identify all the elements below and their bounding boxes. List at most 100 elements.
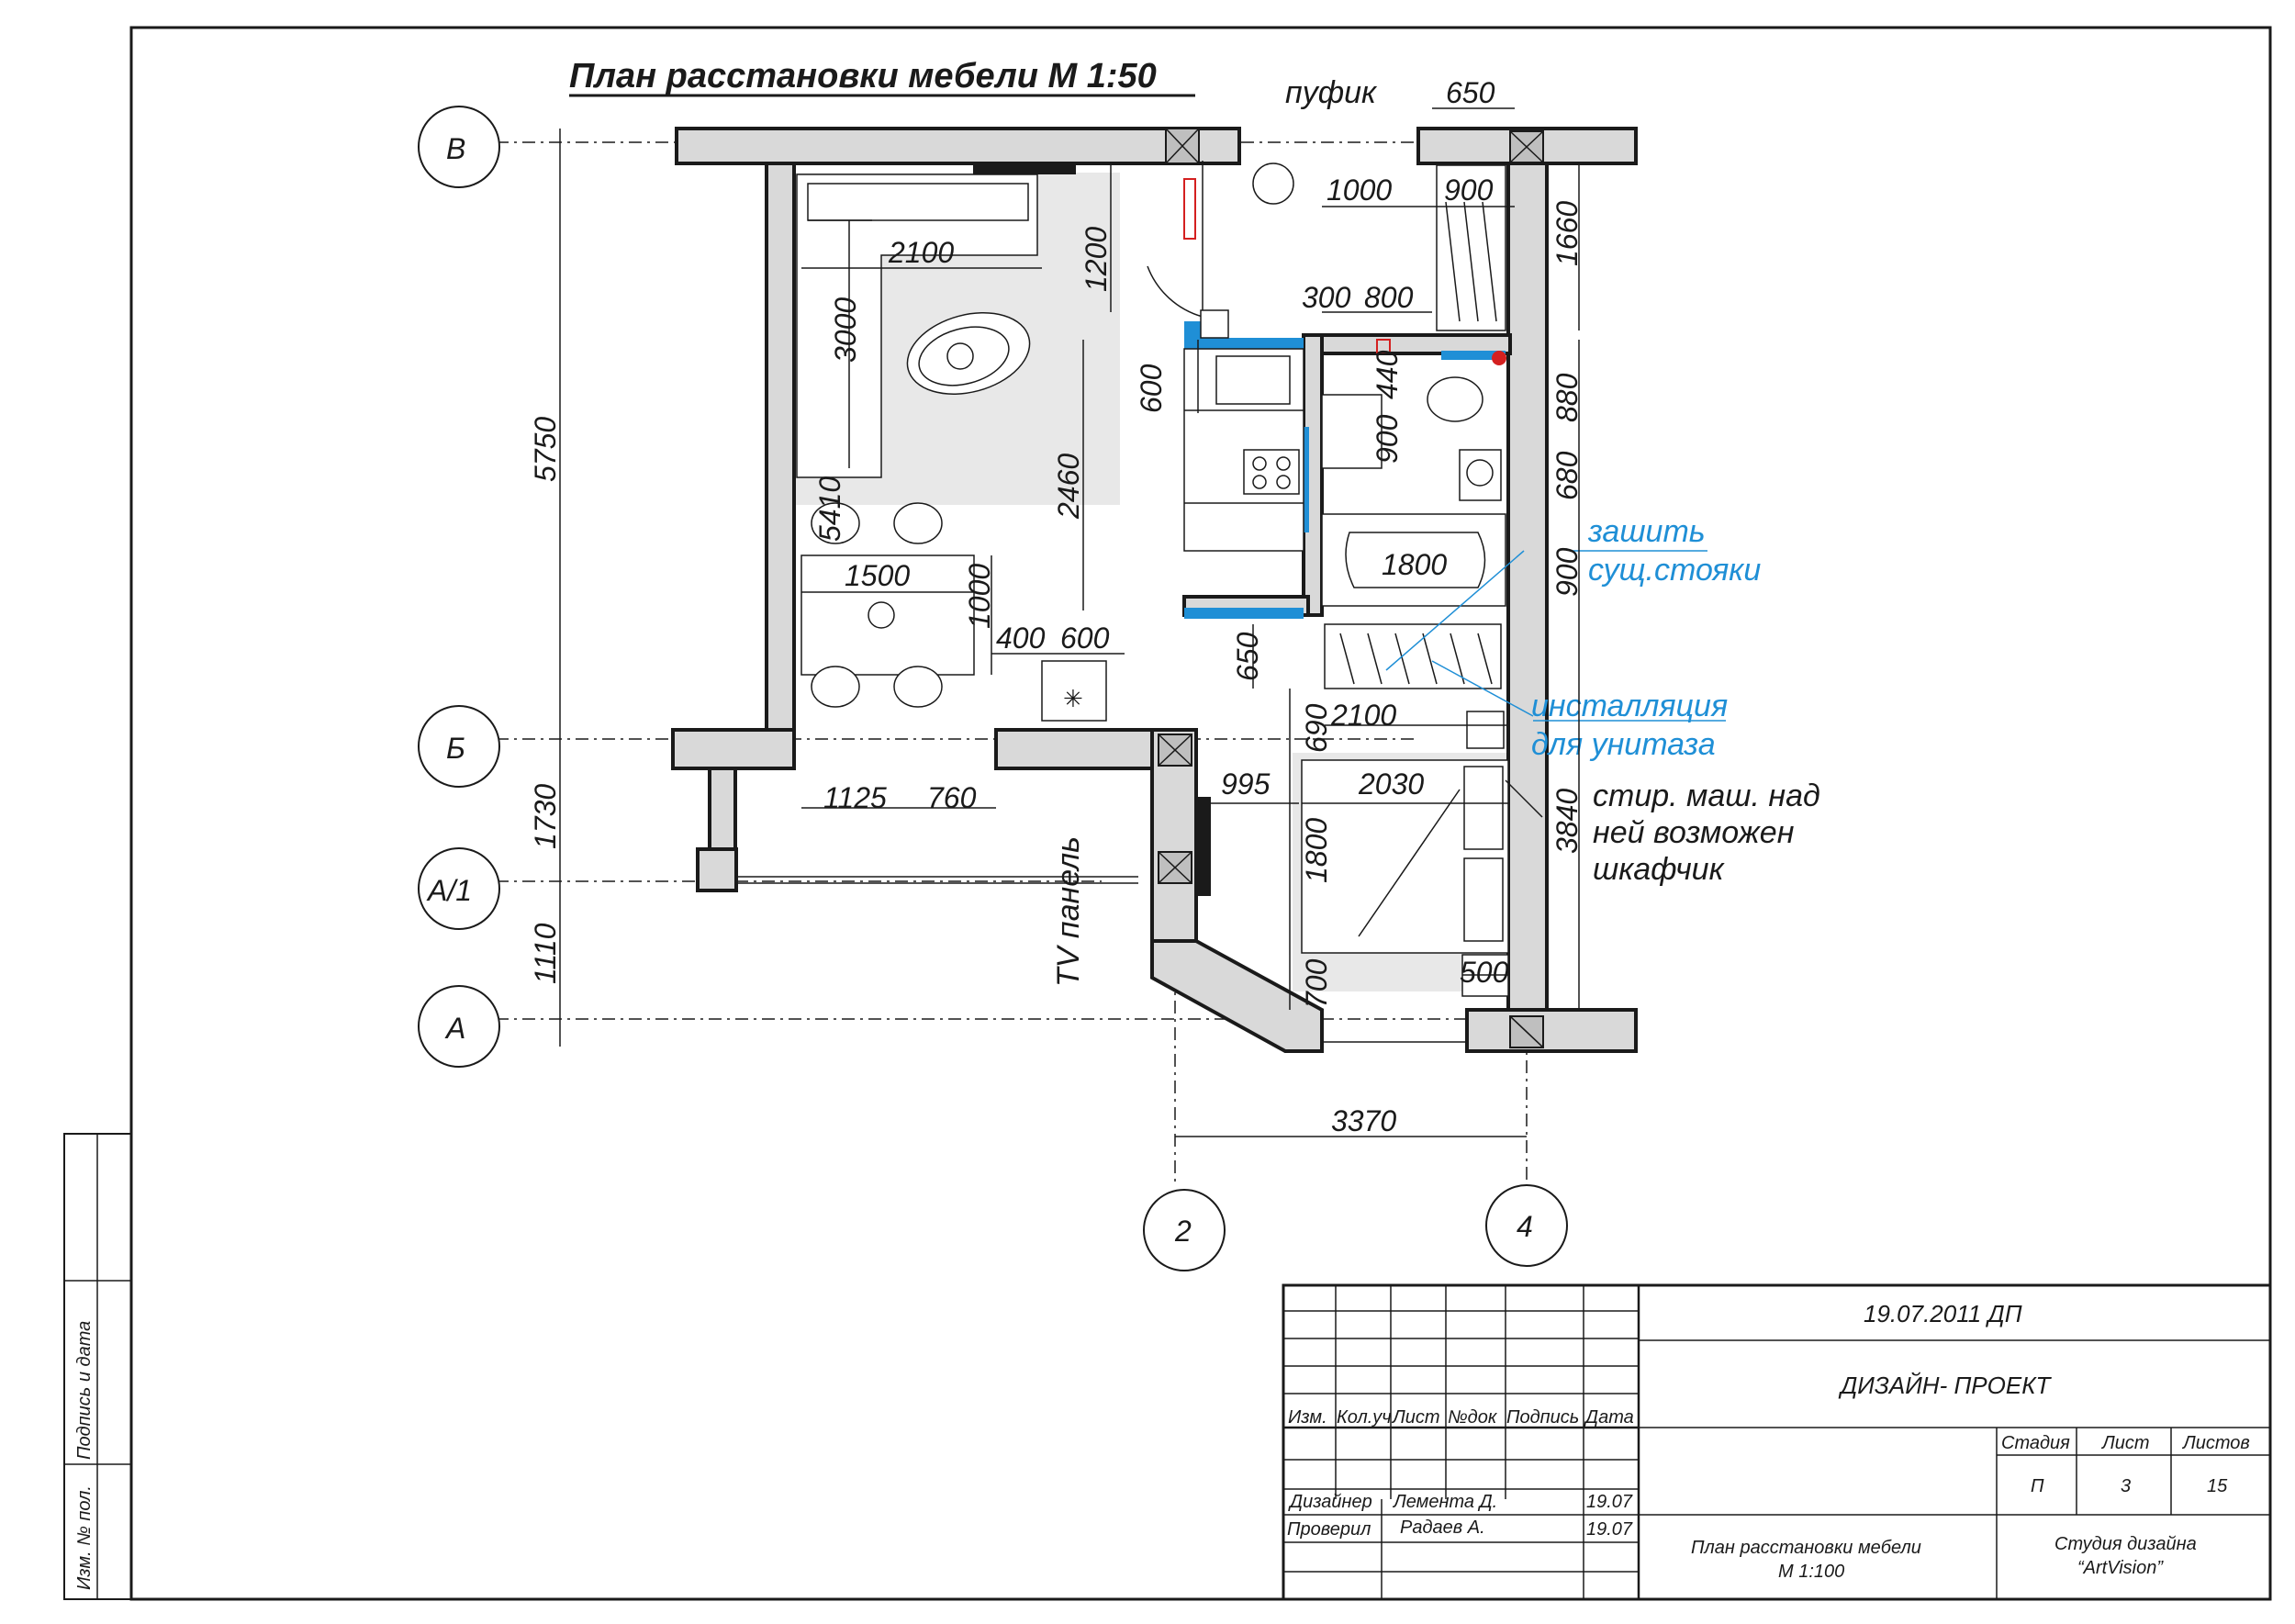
- dim-500: 500: [1460, 956, 1509, 989]
- dim-880: 880: [1551, 373, 1584, 422]
- dim-650: 650: [1446, 76, 1495, 109]
- tv-panel-mark: [1196, 797, 1211, 896]
- dim-1800-bath: 1800: [1382, 548, 1447, 581]
- label-tv-panel: TV панель: [1051, 836, 1086, 987]
- fridge-icon: ✳: [1063, 685, 1083, 712]
- dim-1200: 1200: [1080, 227, 1113, 292]
- dim-1500: 1500: [845, 559, 910, 592]
- tb-checker-name: Радаев А.: [1400, 1518, 1485, 1538]
- dim-5410: 5410: [813, 476, 846, 542]
- dim-2460: 2460: [1052, 454, 1085, 520]
- dim-600-kitchen: 600: [1135, 364, 1168, 413]
- tb-sheet-title-2: М 1:100: [1778, 1562, 1844, 1582]
- dim-3000: 3000: [829, 297, 862, 363]
- side-sign-label: Подпись и дата: [74, 1321, 95, 1460]
- tb-h-ndoc: №док: [1448, 1407, 1498, 1428]
- note-risers: сущ.стояки: [1588, 553, 1761, 588]
- dim-2100-bedroom: 2100: [1330, 699, 1396, 732]
- dim-1660: 1660: [1551, 201, 1584, 266]
- dim-690: 690: [1300, 703, 1333, 753]
- axis-label-4: 4: [1517, 1210, 1533, 1243]
- dim-300: 300: [1302, 281, 1351, 314]
- dim-700: 700: [1300, 958, 1333, 1008]
- axis-label-2: 2: [1174, 1215, 1192, 1248]
- note-sew: зашить: [1587, 514, 1706, 549]
- axis-label-a: А: [444, 1012, 465, 1045]
- leader-lines: [1385, 550, 1726, 818]
- dim-800: 800: [1364, 281, 1414, 314]
- dim-760: 760: [927, 781, 977, 814]
- dim-5750: 5750: [529, 417, 562, 482]
- dim-900: 900: [1444, 174, 1494, 207]
- side-stamp: Подпись и дата Изм. № пол.: [63, 1133, 132, 1600]
- tb-designer-date: 19.07: [1586, 1492, 1633, 1512]
- tb-checker-role: Проверил: [1287, 1519, 1371, 1540]
- note-wm-3: шкафчик: [1593, 852, 1726, 887]
- dim-1800-bed: 1800: [1300, 818, 1333, 883]
- bathroom-fixtures: [1321, 376, 1506, 607]
- note-wm-1: стир. маш. над: [1593, 778, 1820, 813]
- tb-sheet-title-1: План расстановки мебели: [1691, 1538, 1921, 1558]
- dim-900-right: 900: [1551, 547, 1584, 597]
- washing-machine: [1466, 711, 1505, 749]
- tb-stage: П: [2031, 1476, 2044, 1496]
- bed: [1301, 759, 1509, 954]
- tb-sheets: 15: [2207, 1476, 2228, 1496]
- note-install: инсталляция: [1531, 689, 1728, 723]
- tb-h-izm: Изм.: [1288, 1407, 1327, 1428]
- dim-2030: 2030: [1358, 767, 1424, 801]
- drawing-title: План расстановки мебели М 1:50: [569, 57, 1157, 95]
- note-toilet: для унитаза: [1531, 727, 1716, 762]
- sheet-frame: [129, 26, 2272, 1601]
- small-stand: [1200, 309, 1229, 339]
- dim-900-bath: 900: [1371, 414, 1404, 464]
- dim-680: 680: [1551, 451, 1584, 500]
- hall-wardrobe: [1436, 164, 1506, 331]
- tb-h-kolu: Кол.уч: [1337, 1407, 1392, 1428]
- axis-label-v: В: [446, 132, 465, 165]
- dim-440: 440: [1371, 350, 1404, 399]
- tb-sheet: 3: [2121, 1476, 2131, 1496]
- sofa: [796, 163, 1076, 478]
- dim-1730: 1730: [529, 784, 562, 849]
- axis-markers: В Б А/1 А 2 4: [418, 106, 1568, 1271]
- tb-sheet-label: Лист: [2100, 1433, 2150, 1453]
- title-block: 19.07.2011 ДП ДИЗАЙН- ПРОЕКТ Изм. Кол.уч…: [1282, 1283, 2272, 1601]
- dimension-labels: 650 1000 900 1660 2100 1200 3000 300 800…: [529, 76, 1584, 1137]
- tb-h-sign: Подпись: [1506, 1407, 1579, 1428]
- dim-1125: 1125: [823, 781, 887, 814]
- tb-h-list: Лист: [1391, 1407, 1440, 1428]
- tb-h-date: Дата: [1584, 1407, 1634, 1428]
- dim-400: 400: [996, 622, 1046, 655]
- note-wm-2: ней возможен: [1593, 815, 1795, 850]
- tb-studio-1: Студия дизайна: [2054, 1534, 2197, 1554]
- label-pouf: пуфик: [1285, 75, 1378, 110]
- side-inv-label: Изм. № пол.: [74, 1485, 95, 1590]
- dining-table: [800, 502, 975, 708]
- tb-studio-2: “ArtVision”: [2077, 1558, 2164, 1578]
- coffee-table: [906, 312, 1031, 395]
- pouf: [1252, 162, 1294, 205]
- tb-checker-date: 19.07: [1586, 1519, 1633, 1540]
- kitchen-counter: [1183, 348, 1304, 552]
- tb-stage-label: Стадия: [2001, 1433, 2070, 1453]
- dimension-lines: [801, 107, 1580, 1010]
- fridge: [1041, 660, 1107, 722]
- dim-3840: 3840: [1551, 789, 1584, 854]
- dim-1000: 1000: [1327, 174, 1392, 207]
- dim-600-fridge: 600: [1060, 622, 1110, 655]
- dim-1000-table: 1000: [963, 564, 996, 629]
- tb-designer-name: Лемента Д.: [1392, 1492, 1497, 1512]
- dim-995: 995: [1221, 767, 1271, 801]
- dim-3370: 3370: [1331, 1104, 1396, 1137]
- dim-650-wardrobe: 650: [1231, 632, 1264, 681]
- axis-label-a1: А/1: [426, 874, 472, 907]
- axis-label-b: Б: [446, 732, 465, 765]
- dim-2100-living: 2100: [888, 236, 954, 269]
- bedroom-wardrobe: [1324, 623, 1502, 689]
- tb-project: ДИЗАЙН- ПРОЕКТ: [1838, 1372, 2053, 1399]
- columns: [1158, 128, 1544, 1048]
- tb-sheets-label: Листов: [2181, 1433, 2250, 1453]
- dim-1110: 1110: [529, 923, 562, 984]
